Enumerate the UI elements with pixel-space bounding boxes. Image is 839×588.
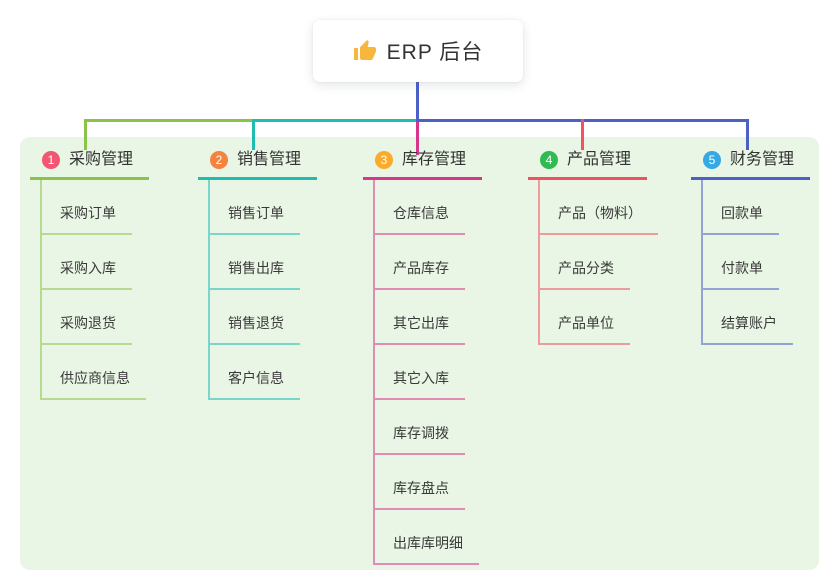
connector-drop-1	[84, 119, 87, 150]
child-node-label: 产品（物料）	[558, 205, 642, 221]
child-node[interactable]: 库存调拨	[375, 400, 465, 455]
branch-3: 3 库存管理仓库信息产品库存其它出库其它入库库存调拨库存盘点出库库明细	[363, 149, 483, 565]
root-title: ERP 后台	[386, 41, 484, 64]
branch-5: 5 财务管理回款单付款单结算账户	[691, 149, 811, 345]
child-node-label: 付款单	[721, 260, 763, 276]
child-node-label: 销售订单	[228, 205, 284, 221]
branch-title-node[interactable]: 5 财务管理	[691, 149, 811, 180]
child-node-label: 产品单位	[558, 315, 614, 331]
child-node-label: 销售出库	[228, 260, 284, 276]
child-node[interactable]: 产品（物料）	[540, 180, 658, 235]
branch-children: 仓库信息产品库存其它出库其它入库库存调拨库存盘点出库库明细	[373, 180, 482, 565]
child-node[interactable]: 产品库存	[375, 235, 465, 290]
branch-children: 销售订单销售出库销售退货客户信息	[208, 180, 317, 400]
child-node-label: 采购退货	[60, 315, 116, 331]
child-node[interactable]: 产品单位	[540, 290, 630, 345]
child-node-label: 其它出库	[393, 315, 449, 331]
branch-label: 产品管理	[567, 151, 632, 168]
branch-title-node[interactable]: 1 采购管理	[30, 149, 150, 180]
child-node-label: 产品分类	[558, 260, 614, 276]
child-node[interactable]: 客户信息	[210, 345, 300, 400]
branch-number-badge: 4	[540, 151, 558, 169]
branch-number-badge: 3	[375, 151, 393, 169]
child-node-label: 采购订单	[60, 205, 116, 221]
branch-label: 销售管理	[237, 151, 302, 168]
child-node[interactable]: 采购入库	[42, 235, 132, 290]
branch-children: 采购订单采购入库采购退货供应商信息	[40, 180, 149, 400]
child-node-label: 结算账户	[721, 315, 777, 331]
branch-number-badge: 1	[42, 151, 60, 169]
branch-4: 4 产品管理产品（物料） 产品分类产品单位	[528, 149, 658, 345]
child-node[interactable]: 供应商信息	[42, 345, 146, 400]
branch-label: 财务管理	[730, 151, 795, 168]
child-node[interactable]: 销售退货	[210, 290, 300, 345]
child-node-label: 客户信息	[228, 370, 284, 386]
branch-1: 1 采购管理采购订单采购入库采购退货供应商信息	[30, 149, 150, 400]
child-node-label: 仓库信息	[393, 205, 449, 221]
child-node[interactable]: 出库库明细	[375, 510, 479, 565]
thumbs-up-icon	[353, 39, 377, 63]
branch-title-node[interactable]: 2 销售管理	[198, 149, 318, 180]
child-node[interactable]: 产品分类	[540, 235, 630, 290]
child-node-label: 回款单	[721, 205, 763, 221]
connector-drop-3	[416, 122, 419, 155]
child-node[interactable]: 销售订单	[210, 180, 300, 235]
connector-drop-4	[581, 119, 584, 150]
child-node[interactable]: 采购订单	[42, 180, 132, 235]
child-node-label: 产品库存	[393, 260, 449, 276]
child-node-label: 其它入库	[393, 370, 449, 386]
branch-number-badge: 2	[210, 151, 228, 169]
child-node-label: 供应商信息	[60, 370, 130, 386]
child-node[interactable]: 采购退货	[42, 290, 132, 345]
connector-bus-left	[84, 119, 255, 122]
branch-children: 产品（物料） 产品分类产品单位	[538, 180, 658, 345]
branch-number-badge: 5	[703, 151, 721, 169]
child-node[interactable]: 结算账户	[703, 290, 793, 345]
child-node-label: 采购入库	[60, 260, 116, 276]
connector-drop-2	[252, 119, 255, 150]
child-node[interactable]: 仓库信息	[375, 180, 465, 235]
branch-label: 采购管理	[69, 151, 134, 168]
child-node[interactable]: 付款单	[703, 235, 779, 290]
root-node[interactable]: ERP 后台	[313, 20, 523, 82]
connector-root-drop	[416, 82, 419, 122]
child-node[interactable]: 库存盘点	[375, 455, 465, 510]
child-node[interactable]: 其它入库	[375, 345, 465, 400]
child-node-label: 库存盘点	[393, 480, 449, 496]
connector-drop-5	[746, 119, 749, 150]
child-node-label: 销售退货	[228, 315, 284, 331]
branch-2: 2 销售管理销售订单销售出库销售退货客户信息	[198, 149, 318, 400]
child-node[interactable]: 销售出库	[210, 235, 300, 290]
child-node-label: 库存调拨	[393, 425, 449, 441]
branch-children: 回款单付款单结算账户	[701, 180, 810, 345]
child-node-label: 出库库明细	[393, 535, 463, 551]
branch-title-node[interactable]: 3 库存管理	[363, 149, 483, 180]
branch-title-node[interactable]: 4 产品管理	[528, 149, 648, 180]
child-node[interactable]: 其它出库	[375, 290, 465, 345]
connector-bus-mid	[252, 119, 418, 122]
branches-background-panel	[20, 137, 819, 570]
child-node[interactable]: 回款单	[703, 180, 779, 235]
branch-label: 库存管理	[402, 151, 467, 168]
